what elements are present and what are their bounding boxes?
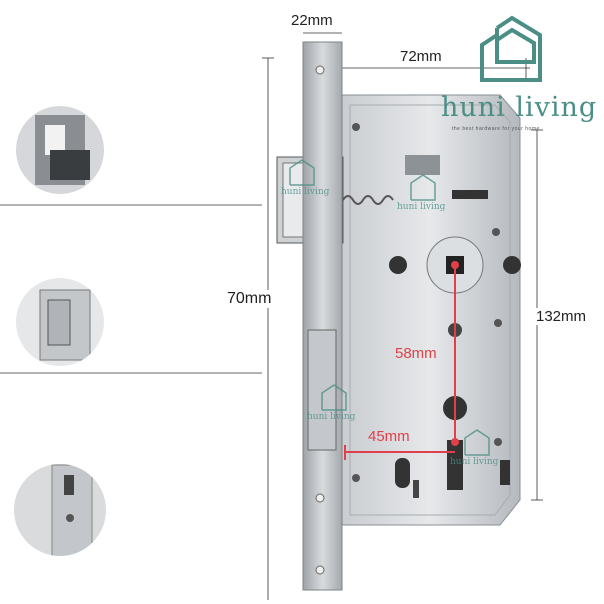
detail-faceplate-closeup [14,464,106,556]
red-dimension-lines [344,265,456,460]
watermark-icon [289,159,490,456]
overall-height-label: 70mm [227,290,272,308]
brand-tagline: the best hardware for your home [452,126,540,132]
center-distance-label: 58mm [395,345,437,362]
brand-name: huni living [441,92,598,123]
watermark-text: huni living [397,202,446,212]
watermark-text: huni living [450,457,499,467]
watermark-text: huni living [281,187,330,197]
brand-logo-icon [480,15,542,82]
watermark-text: huni living [307,412,356,422]
case-height-label: 132mm [536,308,587,325]
backset-label: 45mm [368,428,410,445]
depth-label: 72mm [400,48,442,65]
faceplate [302,41,343,591]
detail-deadbolt-closeup [16,278,104,366]
faceplate-width-label: 22mm [291,12,333,29]
detail-latch-closeup [16,106,104,194]
